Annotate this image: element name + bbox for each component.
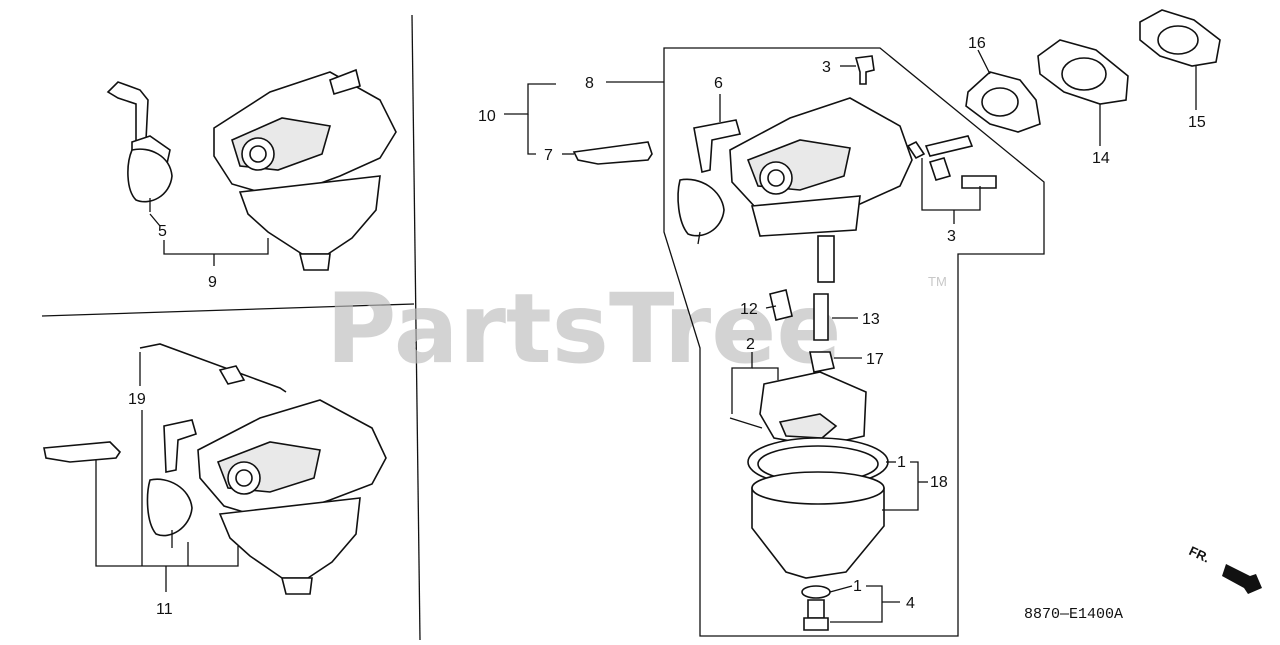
- callout-3-right: 3: [947, 228, 956, 245]
- callout-19: 19: [128, 391, 146, 408]
- callout-15: 15: [1188, 114, 1206, 131]
- callout-1-gasket: 1: [897, 454, 906, 471]
- panel-dividers: [41, 14, 421, 641]
- callout-2: 2: [746, 336, 755, 353]
- carburetor-assembly-top-left: [106, 68, 397, 271]
- callout-5: 5: [158, 223, 167, 240]
- callout-14: 14: [1092, 150, 1110, 167]
- carburetor-assembly-bottom-left: [43, 343, 387, 595]
- watermark: PartsTree TM: [326, 273, 947, 385]
- diagram-code: 8870—E1400A: [1024, 606, 1123, 623]
- front-direction-indicator: FR.: [1187, 543, 1262, 594]
- callout-7: 7: [544, 147, 553, 164]
- callout-12: 12: [740, 301, 758, 318]
- callout-18: 18: [930, 474, 948, 491]
- front-direction-label: FR.: [1187, 543, 1212, 565]
- callout-17: 17: [866, 351, 884, 368]
- callout-16: 16: [968, 35, 986, 52]
- callout-13: 13: [862, 311, 880, 328]
- callout-6: 6: [714, 75, 723, 92]
- watermark-text: PartsTree: [326, 273, 841, 385]
- callout-11: 11: [156, 601, 173, 618]
- callout-8: 8: [585, 75, 594, 92]
- callout-9: 9: [208, 274, 217, 291]
- callout-labels: 5 9 19 11 10 8 7 6 3 3 16 14 15 12 13 17…: [128, 35, 1206, 618]
- callout-1-washer: 1: [853, 578, 862, 595]
- carburetor-assembly-main: [572, 9, 1221, 637]
- watermark-trademark: TM: [928, 274, 947, 289]
- front-arrow-icon: [1222, 564, 1262, 594]
- callout-3-top: 3: [822, 59, 831, 76]
- callout-4: 4: [906, 595, 915, 612]
- leader-lines: [95, 49, 1197, 623]
- callout-10: 10: [478, 108, 496, 125]
